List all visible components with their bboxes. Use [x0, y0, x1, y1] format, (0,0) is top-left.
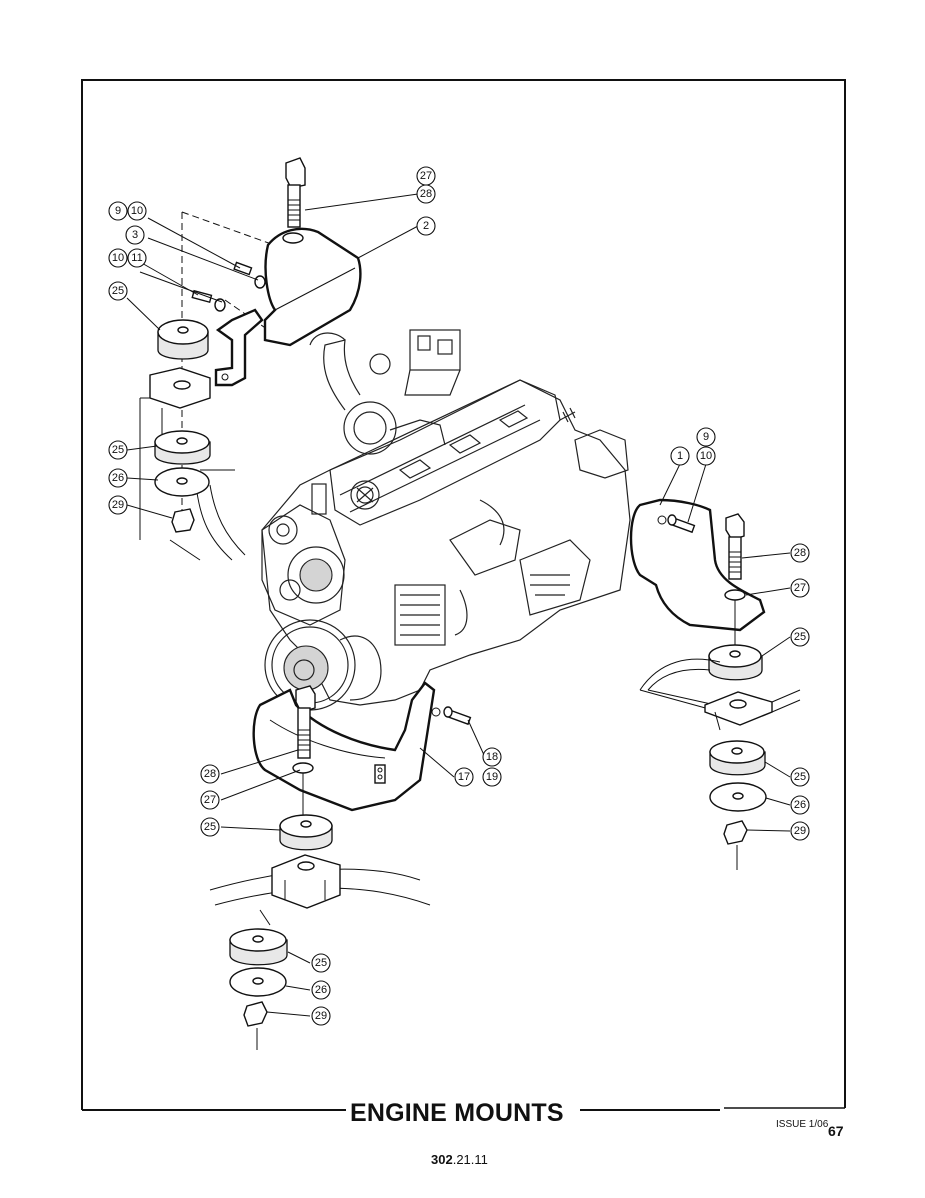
right-mount: [629, 498, 801, 870]
callout-9-right: 9: [696, 427, 716, 447]
svg-text:3: 3: [132, 229, 138, 241]
callout-27-right: 27: [790, 578, 810, 598]
callout-28-right: 28: [790, 543, 810, 563]
svg-text:29: 29: [315, 1010, 327, 1022]
callout-25-upper-lower: 25: [108, 440, 128, 460]
document-number-rest: .21.11: [452, 1152, 488, 1167]
svg-text:9: 9: [115, 205, 121, 217]
callout-26-right: 26: [790, 795, 810, 815]
washer-26-upper: [154, 467, 210, 497]
svg-text:25: 25: [112, 444, 124, 456]
svg-text:10: 10: [112, 252, 124, 264]
bolt-9-10-right: [667, 514, 696, 534]
isolator-25-upper-top: [157, 319, 209, 360]
fuel-filter-assembly: [404, 329, 576, 423]
document-number-bold: 302: [431, 1152, 453, 1167]
callout-28-top: 28: [416, 184, 436, 204]
callout-28-lower: 28: [200, 764, 220, 784]
turbocharger: [309, 332, 446, 455]
isolator-25-right-lower: [709, 740, 766, 776]
issue-label: ISSUE 1/06: [776, 1119, 829, 1130]
svg-text:27: 27: [420, 170, 432, 182]
page-number: 67: [828, 1123, 844, 1139]
washer-26-lower: [229, 967, 287, 997]
document-number: 302.21.11: [431, 1152, 488, 1167]
svg-text:26: 26: [315, 984, 327, 996]
svg-text:26: 26: [112, 472, 124, 484]
callout-29-upper: 29: [108, 495, 128, 515]
bolt-10-11: [191, 289, 226, 312]
callout-10-upper: 10: [127, 201, 147, 221]
callout-25-upper-top: 25: [108, 281, 128, 301]
callout-26-upper: 26: [108, 468, 128, 488]
isolator-25-lower-top: [279, 814, 333, 851]
callout-18: 18: [482, 747, 502, 767]
engine-block: [195, 329, 631, 711]
callout-2: 2: [416, 216, 436, 236]
bolt-27-28-right: [724, 513, 746, 601]
svg-text:17: 17: [458, 771, 470, 783]
svg-text:27: 27: [204, 794, 216, 806]
callout-9-upper: 9: [108, 201, 128, 221]
nut-29-lower: [243, 1001, 268, 1027]
svg-text:28: 28: [794, 547, 806, 559]
svg-text:10: 10: [700, 450, 712, 462]
callout-17: 17: [454, 767, 474, 787]
svg-text:10: 10: [131, 205, 143, 217]
svg-text:11: 11: [131, 252, 142, 264]
svg-text:25: 25: [794, 771, 806, 783]
callout-29-right: 29: [790, 821, 810, 841]
svg-text:19: 19: [486, 771, 498, 783]
lower-front-mount: [209, 681, 472, 1050]
page-frame: [81, 79, 846, 1111]
bolt-9-10-upper: [233, 261, 266, 289]
svg-text:9: 9: [703, 431, 709, 443]
svg-text:25: 25: [112, 285, 124, 297]
callout-3: 3: [125, 225, 145, 245]
isolator-25-upper-lower: [154, 430, 211, 465]
svg-text:26: 26: [794, 799, 806, 811]
svg-text:28: 28: [204, 768, 216, 780]
callout-26-lower: 26: [311, 980, 331, 1000]
callout-11: 11: [127, 248, 147, 268]
leader-lines: [126, 193, 791, 1017]
nut-29-upper: [171, 508, 195, 533]
isolator-25-lower-bottom: [229, 928, 288, 966]
callout-27-lower: 27: [200, 790, 220, 810]
svg-text:25: 25: [204, 821, 216, 833]
callout-25-right-lower: 25: [790, 767, 810, 787]
callout-25-lower-bottom: 25: [311, 953, 331, 973]
page-title: ENGINE MOUNTS: [346, 1096, 568, 1130]
bolt-27-28: [285, 157, 306, 228]
callout-1: 1: [670, 446, 690, 466]
callout-29-lower: 29: [311, 1006, 331, 1026]
front-pulleys: [261, 504, 382, 711]
callout-25-lower-top: 25: [200, 817, 220, 837]
svg-text:28: 28: [420, 188, 432, 200]
svg-text:29: 29: [794, 825, 806, 837]
svg-text:29: 29: [112, 499, 124, 511]
callout-10-mid: 10: [108, 248, 128, 268]
svg-text:25: 25: [794, 631, 806, 643]
washer-26-right: [709, 782, 767, 812]
callout-19: 19: [482, 767, 502, 787]
svg-text:27: 27: [794, 582, 806, 594]
svg-text:25: 25: [315, 957, 327, 969]
svg-text:1: 1: [677, 450, 683, 462]
nut-29-right: [723, 820, 748, 845]
upper-left-mount: [139, 157, 362, 561]
callout-10-right: 10: [696, 446, 716, 466]
engine-side-details: [394, 429, 629, 646]
callout-25-right-top: 25: [790, 627, 810, 647]
isolator-25-right-top: [708, 644, 763, 681]
bolt-18-19: [443, 706, 472, 726]
svg-text:18: 18: [486, 751, 498, 763]
callout-27-top: 27: [416, 166, 436, 186]
svg-text:2: 2: [423, 220, 429, 232]
